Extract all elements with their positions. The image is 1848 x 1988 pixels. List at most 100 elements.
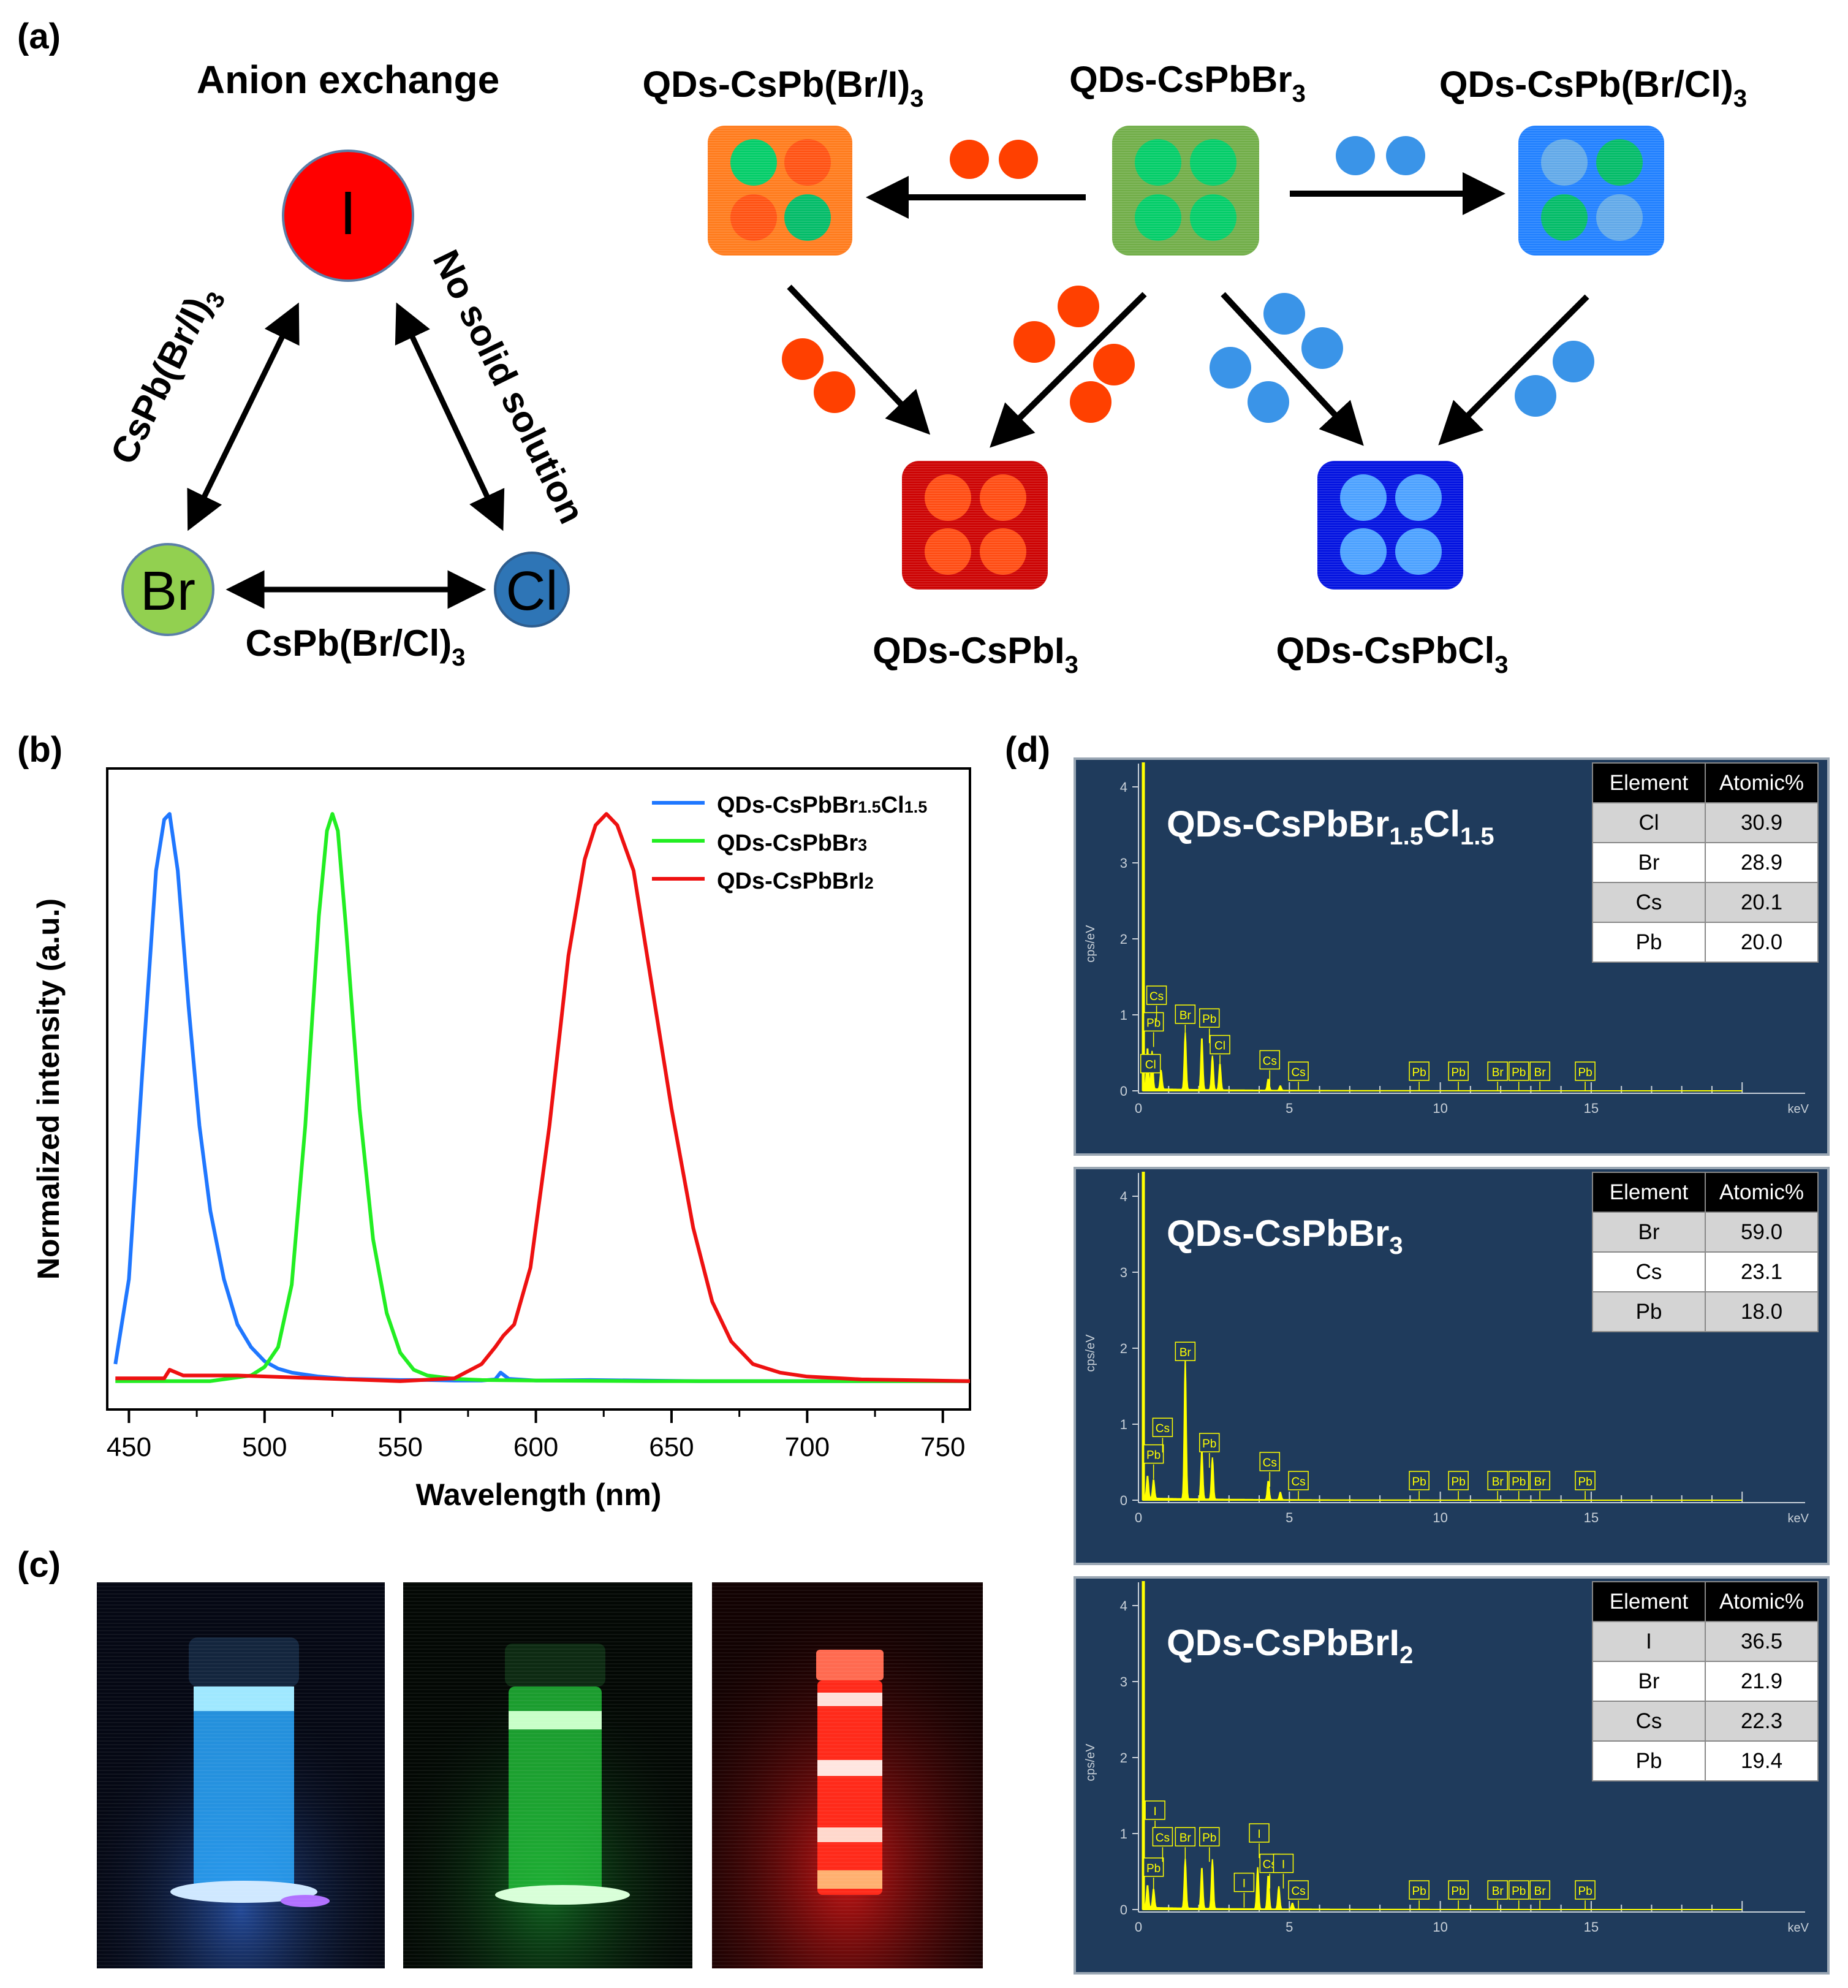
edge-label-br-cl: CsPb(Br/Cl)3: [246, 623, 466, 671]
panel-d-label: (d): [1005, 730, 1051, 770]
peak-label: Cs: [1263, 1457, 1277, 1470]
spectra-curves: [113, 812, 971, 1383]
box-title-br-i: QDs-CsPb(Br/I)3: [643, 64, 924, 112]
chloride-circle: [494, 552, 570, 628]
peak-label: Pb: [1512, 1885, 1526, 1898]
photo-blue-vial: [97, 1582, 385, 1968]
chloride-beads: [1210, 136, 1594, 423]
peak-label: Br: [1534, 1476, 1547, 1489]
iodide-beads: [782, 140, 1135, 423]
box-title-cl: QDs-CsPbCl3: [1276, 630, 1509, 678]
peak-label-box: [1233, 1872, 1255, 1892]
panel-a-diagram: I Br Cl CsPb(Br/I)3 No solid solution Cs…: [102, 58, 1747, 678]
eds-x-tick-label: 0: [1135, 1101, 1142, 1116]
peak-label-box: [1143, 1012, 1164, 1032]
y-axis-label: Normalized intensity (a.u.): [31, 898, 66, 1280]
peak-label-box: [1143, 1857, 1164, 1877]
eds-y-tick-label: 3: [1120, 1265, 1127, 1280]
arrow-br-to-cl: [1221, 292, 1364, 446]
peak-label-box: [1143, 1444, 1164, 1464]
peak-label-box: [1508, 1880, 1529, 1900]
peak-label: Cs: [1149, 990, 1164, 1003]
peak-label: Pb: [1146, 1449, 1161, 1462]
peak-label: Br: [1180, 1346, 1192, 1359]
eds-title-3: QDs-CsPbBrI2: [1167, 1622, 1414, 1669]
eds-spectrum-trace: [1142, 1358, 1743, 1501]
iodide-label: I: [339, 179, 357, 248]
eds-title-1: QDs-CsPbBr1.5Cl1.5: [1167, 803, 1494, 850]
eds-y-tick-label: 4: [1120, 1189, 1127, 1204]
eds-y-tick-label: 3: [1120, 1674, 1127, 1690]
peak-label-box: [1288, 1061, 1309, 1081]
peak-label-box: [1508, 1061, 1529, 1081]
peak-label: Pb: [1412, 1885, 1426, 1898]
peak-label: Cs: [1291, 1885, 1305, 1898]
anion-exchange-title: Anion exchange: [197, 58, 499, 102]
peak-label-box: [1448, 1880, 1469, 1900]
peak-label: Cl: [1214, 1040, 1225, 1053]
peak-label-box: [1529, 1061, 1550, 1081]
eds-y-tick-label: 0: [1120, 1083, 1127, 1099]
peak-label-box: [1575, 1061, 1596, 1081]
peak-label-box: [1145, 1800, 1165, 1820]
eds-x-tick-label: 15: [1584, 1919, 1599, 1935]
peak-label-box: [1448, 1061, 1469, 1081]
peak-label: Pb: [1202, 1438, 1216, 1451]
peak-label: Br: [1492, 1476, 1504, 1489]
peak-label: Pb: [1578, 1476, 1592, 1489]
peak-label: Pb: [1146, 1862, 1161, 1875]
eds-y-tick-label: 0: [1120, 1902, 1127, 1918]
peak-label-box: [1575, 1471, 1596, 1490]
arrow-br-to-i: [990, 292, 1147, 448]
x-tick-label: 600: [513, 1432, 558, 1462]
arrow-i-cl: [395, 302, 505, 531]
peak-label: I: [1257, 1828, 1260, 1841]
peak-label: Br: [1492, 1885, 1504, 1898]
peak-label-box: [1273, 1853, 1294, 1873]
peak-label: Pb: [1412, 1476, 1426, 1489]
plate-br: [1112, 126, 1259, 256]
eds-y-tick-label: 2: [1120, 1750, 1127, 1766]
x-tick-label: 650: [649, 1432, 694, 1462]
eds-spectrum-trace: [1142, 1032, 1743, 1091]
peak-label-box: [1529, 1471, 1550, 1490]
peak-label-box: [1199, 1827, 1220, 1846]
edge-label-no-solid-solution: No solid solution: [425, 244, 593, 530]
bromide-label: Br: [140, 561, 195, 622]
chloride-label: Cl: [506, 561, 558, 622]
peak-label-box: [1288, 1880, 1309, 1900]
peak-label-box: [1529, 1880, 1550, 1900]
peak-label: Br: [1534, 1885, 1547, 1898]
peak-label: Pb: [1202, 1013, 1216, 1026]
peak-label: I: [1243, 1878, 1246, 1891]
eds-y-label: cps/eV: [1084, 925, 1097, 963]
peak-label-box: [1259, 1452, 1281, 1471]
legend: QDs-CsPbBr1.5Cl1.5QDs-CsPbBr3QDs-CsPbBrI…: [652, 792, 927, 894]
arrow-br-i: [187, 302, 300, 531]
eds-y-tick-label: 4: [1120, 1598, 1127, 1614]
peak-label: Pb: [1452, 1066, 1466, 1079]
peak-label-box: [1199, 1433, 1220, 1452]
eds-x-tick-label: 0: [1135, 1919, 1142, 1935]
eds-y-tick-label: 3: [1120, 856, 1127, 871]
peak-label-box: [1409, 1061, 1430, 1081]
peak-label-box: [1152, 1827, 1173, 1846]
eds-spectrum-trace: [1142, 1859, 1743, 1910]
peak-label: Pb: [1202, 1832, 1216, 1845]
peak-label: Pb: [1412, 1066, 1426, 1079]
arrow-br-i-to-i: [787, 284, 931, 435]
photo-red-vial: [712, 1582, 983, 1968]
peak-label: Cs: [1291, 1476, 1305, 1489]
eds-x-unit: keV: [1788, 1512, 1809, 1525]
peak-label: Pb: [1578, 1885, 1592, 1898]
x-tick-label: 750: [920, 1432, 965, 1462]
spectrum-line-1: [115, 812, 970, 1383]
eds-x-tick-label: 15: [1584, 1101, 1599, 1116]
eds-y-tick-label: 0: [1120, 1493, 1127, 1508]
peak-label-box: [1259, 1050, 1281, 1070]
